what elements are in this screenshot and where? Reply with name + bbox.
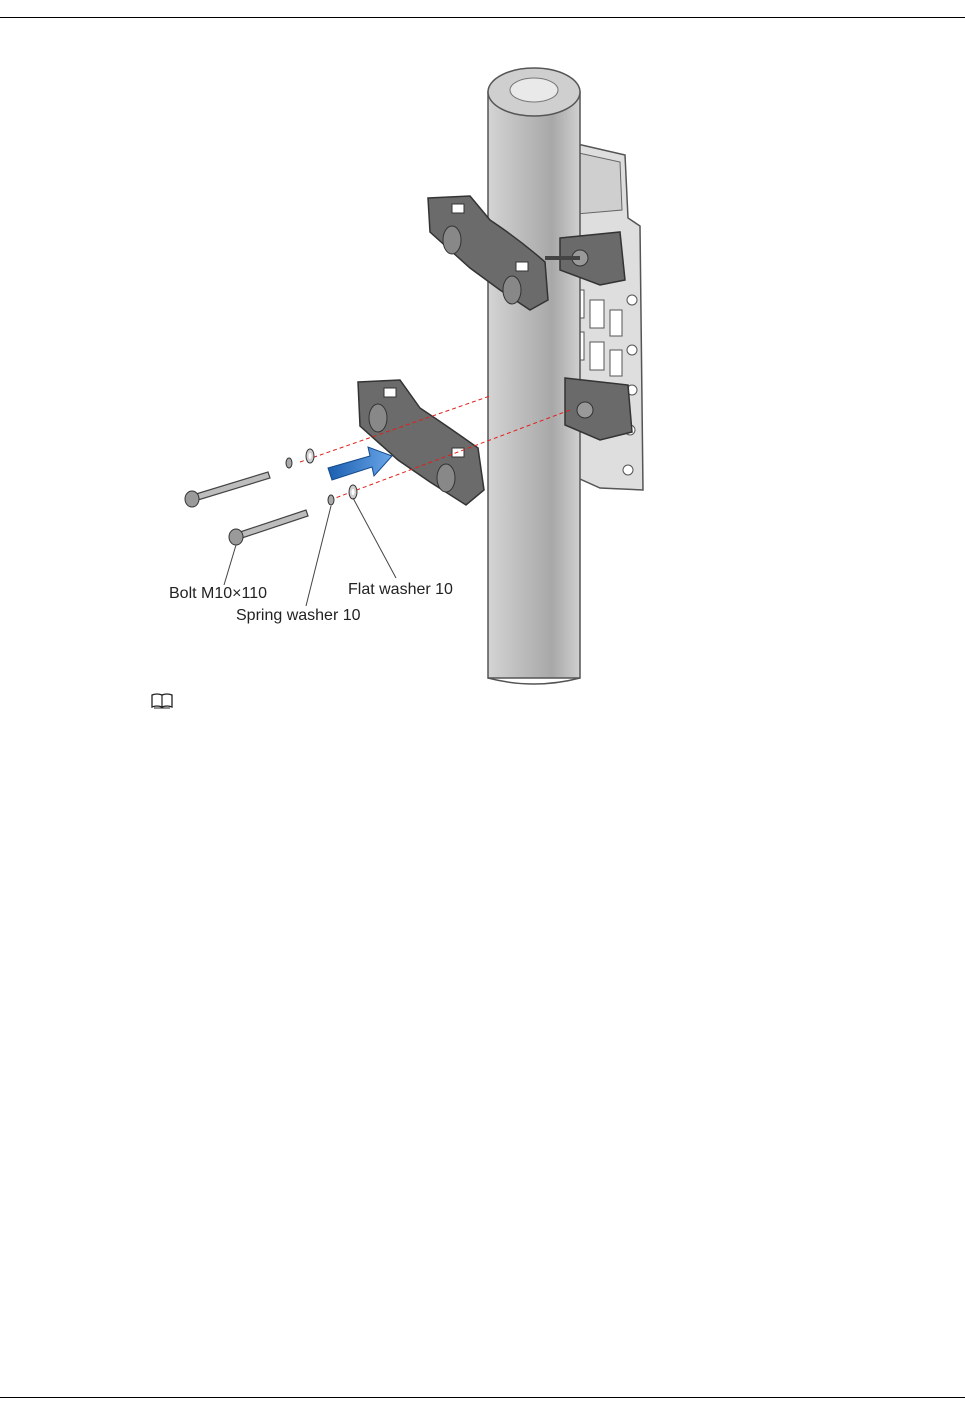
flat-washer-label: Flat washer 10 xyxy=(348,581,453,598)
push-arrow xyxy=(328,447,392,480)
flat-washer-lower xyxy=(349,485,357,499)
spring-washer-lower xyxy=(328,495,334,505)
pole xyxy=(488,68,580,684)
lower-bracket xyxy=(358,380,484,505)
footer-rule xyxy=(0,1397,965,1398)
bolt-lower xyxy=(229,510,308,545)
spring-washer-upper xyxy=(286,458,292,468)
book-icon xyxy=(150,692,174,710)
bolt-label: Bolt M10×110 xyxy=(169,585,267,602)
bolt-upper xyxy=(185,472,270,507)
spring-washer-label: Spring washer 10 xyxy=(236,607,361,624)
flat-washer-upper xyxy=(306,449,314,463)
